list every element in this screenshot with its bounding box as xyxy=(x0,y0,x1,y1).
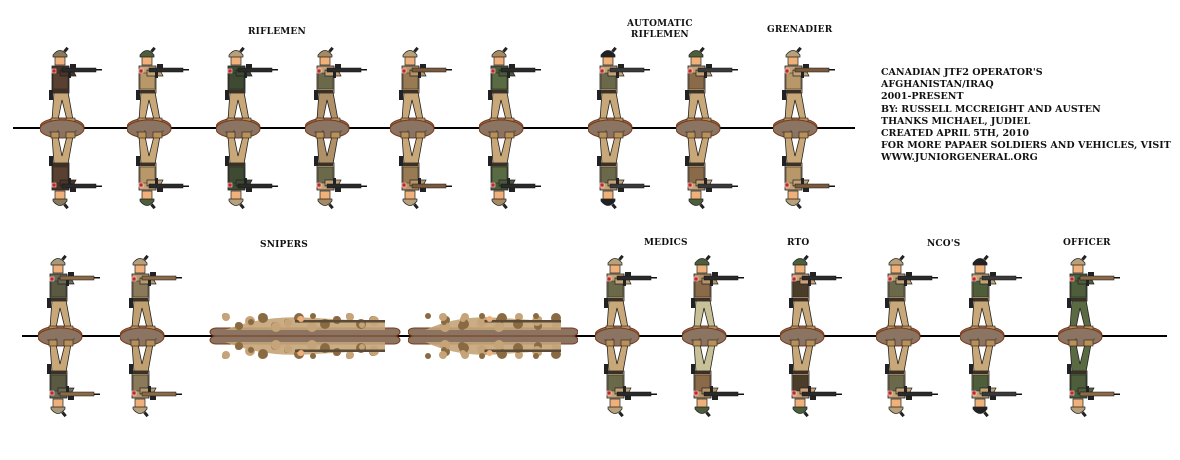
figure-automatic-rifleman xyxy=(676,42,746,212)
credits-more-info: FOR MORE PAPAER SOLDIERS AND VEHICLES, V… xyxy=(881,140,1171,152)
group-label-rto: RTO xyxy=(787,238,810,248)
group-label-grenadier: GRENADIER xyxy=(767,25,833,35)
soldier-automatic-rifleman-icon xyxy=(676,46,738,210)
figure-officer xyxy=(1058,250,1128,420)
figure-rto xyxy=(780,250,850,420)
figure-medic xyxy=(682,250,752,420)
soldier-rifleman-icon xyxy=(479,46,541,210)
soldier-sniper-icon xyxy=(120,254,182,418)
figure-rifleman xyxy=(127,42,197,212)
figure-sniper xyxy=(120,250,190,420)
fold-line-row2 xyxy=(22,335,1167,337)
figure-nco xyxy=(960,250,1030,420)
soldier-rifleman-icon xyxy=(390,46,452,210)
soldier-nco-icon xyxy=(960,254,1022,418)
soldier-medic-icon xyxy=(682,254,744,418)
figure-rifleman xyxy=(40,42,110,212)
soldier-rifleman-icon xyxy=(305,46,367,210)
soldier-officer-icon xyxy=(1058,254,1120,418)
prone-sniper-icon xyxy=(209,313,401,359)
group-label-automatic-riflemen: AUTOMATIC RIFLEMEN xyxy=(627,19,693,40)
credits-thanks: THANKS MICHAEL, JUDIEL xyxy=(881,115,1031,127)
credits-authors: BY: RUSSELL MCCREIGHT AND AUSTEN xyxy=(881,103,1101,115)
soldier-rifleman-icon xyxy=(40,46,102,210)
credits-website: WWW.JUNIORGENERAL.ORG xyxy=(881,152,1038,164)
group-label-ncos: NCO'S xyxy=(927,239,961,249)
group-label-snipers: SNIPERS xyxy=(260,240,308,250)
soldier-rto-icon xyxy=(780,254,842,418)
soldier-grenadier-icon xyxy=(773,46,835,210)
figure-rifleman xyxy=(305,42,375,212)
figure-automatic-rifleman xyxy=(588,42,658,212)
credits-period: 2001-PRESENT xyxy=(881,91,964,103)
soldier-automatic-rifleman-icon xyxy=(588,46,650,210)
figure-rifleman xyxy=(390,42,460,212)
figure-rifleman xyxy=(216,42,286,212)
prone-sniper-icon xyxy=(407,313,579,359)
credits-date: CREATED APRIL 5TH, 2010 xyxy=(881,128,1029,140)
figure-grenadier xyxy=(773,42,843,212)
figure-sniper xyxy=(38,250,108,420)
figure-prone-sniper xyxy=(407,310,579,366)
group-label-medics: MEDICS xyxy=(644,238,688,248)
credits-title: CANADIAN JTF2 OPERATOR'S xyxy=(881,67,1043,78)
figure-medic xyxy=(595,250,665,420)
soldier-rifleman-icon xyxy=(127,46,189,210)
credits-theater: AFGHANISTAN/IRAQ xyxy=(881,79,994,91)
soldier-sniper-icon xyxy=(38,254,100,418)
credits-block: CANADIAN JTF2 OPERATOR'S AFGHANISTAN/IRA… xyxy=(881,67,1171,165)
group-label-officer: OFFICER xyxy=(1063,238,1111,248)
soldier-rifleman-icon xyxy=(216,46,278,210)
soldier-medic-icon xyxy=(595,254,657,418)
figure-nco xyxy=(876,250,946,420)
group-label-riflemen: RIFLEMEN xyxy=(248,27,306,37)
figure-prone-sniper xyxy=(205,310,405,366)
figure-rifleman xyxy=(479,42,549,212)
soldier-nco-icon xyxy=(876,254,938,418)
